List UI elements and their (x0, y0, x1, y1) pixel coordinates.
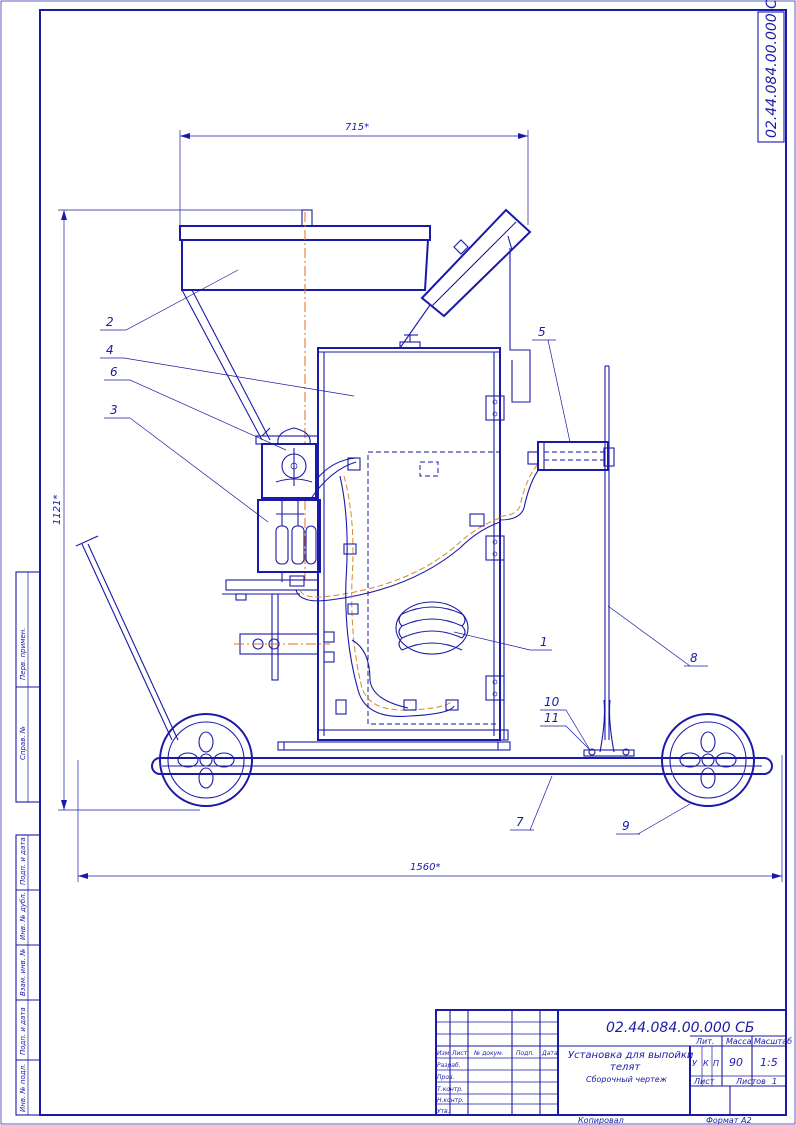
tb-role-tcontrol: Т.контр. (437, 1086, 463, 1093)
tb-lit-mark-1: У (692, 1059, 698, 1068)
format-label: Формат А2 (706, 1116, 752, 1125)
callout-11-label: 11 (544, 711, 559, 725)
callout-6: 6 (104, 365, 287, 451)
callout-2-label: 2 (106, 315, 114, 329)
callout-8-label: 8 (690, 651, 698, 665)
tb-col-date: Дата (541, 1050, 558, 1057)
hose-lines (295, 457, 541, 718)
callout-8: 8 (607, 605, 708, 667)
tb-mass-value: 90 (729, 1056, 743, 1069)
tb-sheet-label: Лист (693, 1077, 715, 1086)
tb-col-docno: № докум. (473, 1050, 504, 1057)
designation-rotated-box: 02.44.084.00.000 СБ (757, 0, 785, 143)
strip-label-dup-inv: Инв. № дубл. (19, 892, 27, 940)
mounting-brackets (222, 575, 330, 681)
pump-valve-block (255, 427, 319, 499)
callout-5: 5 (532, 325, 571, 443)
dimension-overall-length: 1560* (77, 755, 783, 882)
tb-role-checker: Пров. (437, 1074, 455, 1081)
dim-overall-height-text: 1121* (52, 495, 63, 525)
callout-10-label: 10 (544, 695, 560, 709)
tb-title-line2: телят (610, 1062, 641, 1073)
title-block: 02.44.084.00.000 СБ Установка для выпойк… (435, 1009, 792, 1116)
copied-label: Копировал (578, 1116, 624, 1125)
chassis-frame (151, 757, 773, 775)
callout-4: 4 (100, 343, 355, 397)
callout-6-label: 6 (110, 365, 118, 379)
teat-cluster (257, 499, 321, 582)
tb-role-developer: Разраб. (437, 1062, 461, 1069)
strip-label-sign-date-2: Подп. и дата (19, 1007, 27, 1055)
inclined-feeder (399, 208, 532, 403)
strip-label-orig-inv: Инв. № подл. (19, 1064, 27, 1112)
heater-coil (395, 601, 469, 655)
designation-rotated-text: 02.44.084.00.000 СБ (764, 0, 780, 138)
strip-label-ref-no: Справ. № (19, 726, 27, 760)
wheel-right (661, 713, 755, 807)
tb-hdr-scale: Масштаб (754, 1037, 792, 1046)
tow-handle (75, 535, 179, 741)
tb-col-sheet: Лист (451, 1050, 468, 1057)
tb-col-change: Изм. (437, 1050, 451, 1057)
dim-top-width-text: 715* (345, 122, 369, 133)
dimension-top-width: 715* (179, 122, 529, 230)
wheel-left (159, 713, 253, 807)
tb-sheets-value: 1 (772, 1077, 777, 1086)
dimension-overall-height: 1121* (52, 209, 308, 811)
strip-label-repl-inv: Взам. инв. № (19, 948, 27, 996)
callout-5-label: 5 (538, 325, 546, 339)
tb-role-approved: Утв. (437, 1108, 450, 1115)
callout-3: 3 (104, 403, 269, 523)
strip-label-first-use: Перв. примен. (19, 627, 27, 680)
thermostat-unit (527, 441, 615, 471)
tb-designation: 02.44.084.00.000 СБ (606, 1020, 755, 1036)
dim-overall-length-text: 1560* (410, 862, 440, 873)
sheet-inner-frame (39, 9, 787, 1116)
tb-doc-type: Сборочный чертеж (586, 1075, 668, 1084)
callout-9-label: 9 (622, 819, 630, 833)
tb-sheets-label: Листов (735, 1077, 766, 1086)
callout-3-label: 3 (110, 403, 118, 417)
callout-4-label: 4 (106, 343, 114, 357)
callout-7: 7 (510, 775, 553, 831)
stand-rod (583, 365, 635, 757)
tb-lit-mark-2: К (703, 1059, 709, 1068)
callout-7-label: 7 (516, 815, 524, 829)
callout-1-label: 1 (540, 635, 548, 649)
callout-10-11: 10 11 (540, 695, 591, 751)
strip-label-sign-date-1: Подп. и дата (19, 837, 27, 885)
left-side-strip: Перв. примен. Справ. № Подп. и дата Инв.… (15, 571, 41, 1116)
tb-role-ncontrol: Н.контр. (437, 1097, 464, 1104)
main-tank (277, 334, 511, 751)
tb-scale-value: 1:5 (760, 1056, 778, 1069)
callout-1: 1 (453, 631, 552, 651)
callout-9: 9 (616, 803, 691, 835)
tb-lit-mark-3: П (713, 1059, 719, 1068)
tb-hdr-lit: Лит. (695, 1037, 714, 1046)
tb-title-line1: Установка для выпойки (568, 1050, 694, 1061)
tb-col-sign: Подп. (516, 1050, 534, 1057)
callout-2: 2 (100, 269, 239, 331)
tb-hdr-mass: Масса (726, 1037, 752, 1046)
